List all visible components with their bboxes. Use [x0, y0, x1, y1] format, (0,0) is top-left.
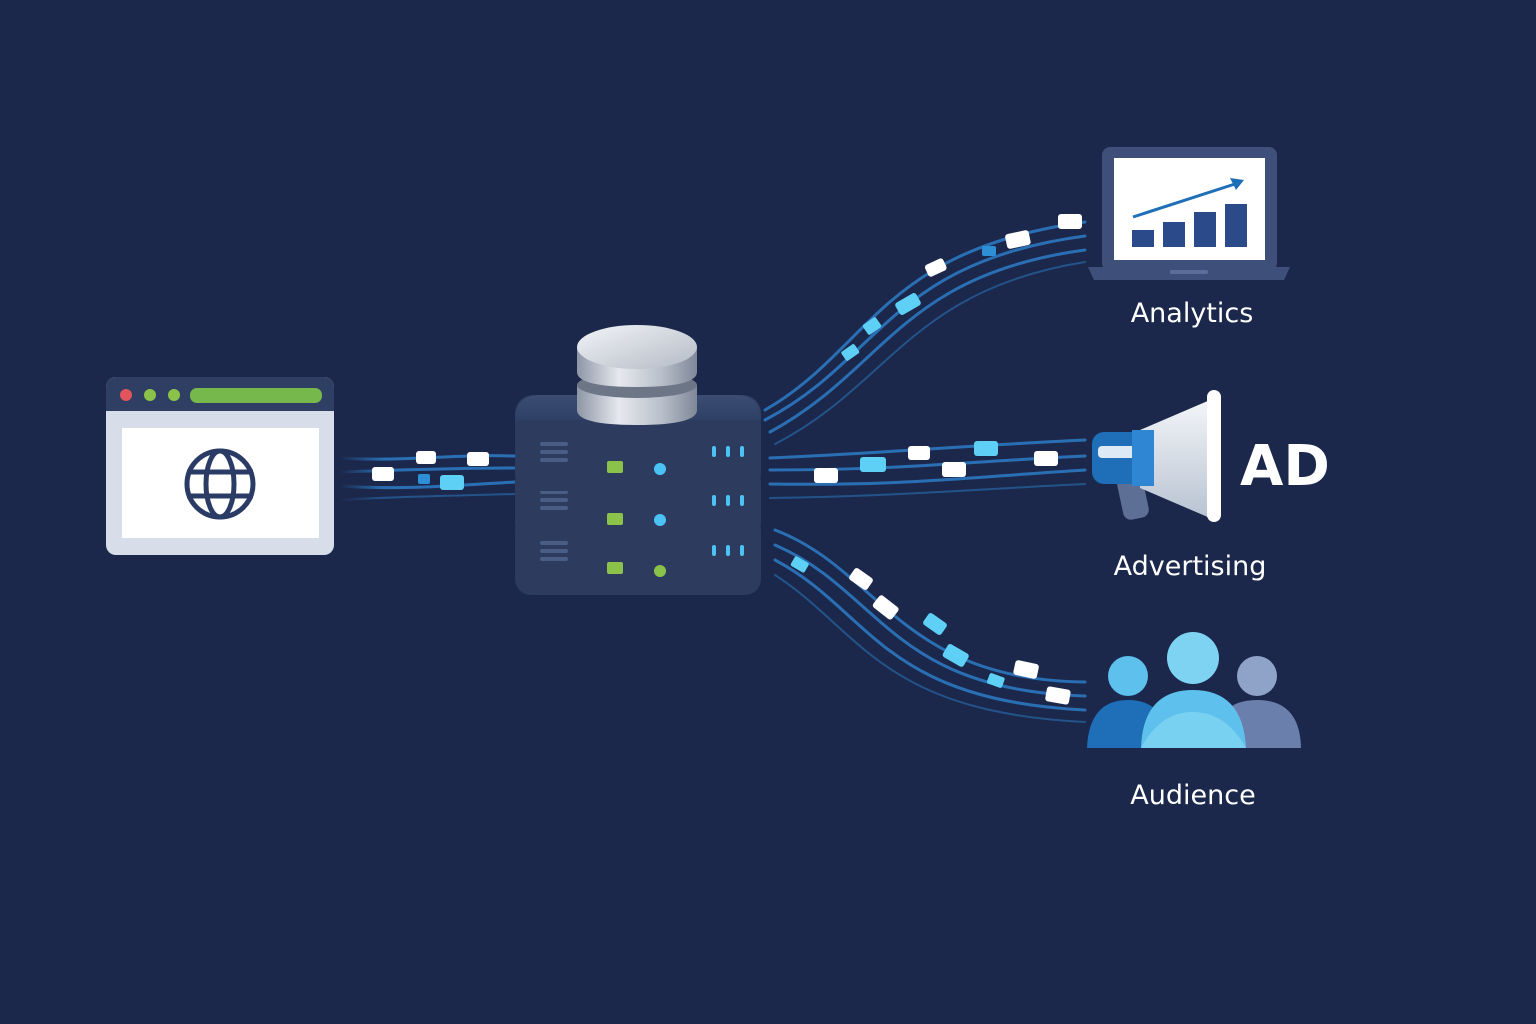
- packet: [1013, 660, 1039, 679]
- chart-bar: [1194, 212, 1216, 247]
- status-led-green: [607, 562, 623, 574]
- audience-people-group-icon: [1087, 632, 1301, 748]
- packet: [942, 462, 966, 477]
- advertising-megaphone-icon: [1092, 390, 1221, 522]
- source-browser-window-icon: [106, 377, 334, 555]
- packet: [849, 568, 873, 590]
- trend-arrow: [1132, 181, 1239, 219]
- advertising-badge: AD: [1240, 434, 1330, 499]
- packet: [1058, 214, 1082, 229]
- window-close-dot: [120, 389, 132, 401]
- analytics-laptop-chart-icon: [1088, 147, 1290, 280]
- packet: [860, 457, 886, 472]
- chart-bar: [1163, 222, 1185, 247]
- chart-bar: [1225, 204, 1247, 247]
- status-led-blue: [654, 463, 666, 475]
- packet: [908, 446, 930, 460]
- packet: [895, 293, 921, 315]
- advertising-label: Advertising: [1114, 551, 1267, 582]
- data-packets: [372, 214, 1082, 705]
- packet: [416, 451, 436, 464]
- packet: [1045, 686, 1071, 705]
- packet: [841, 344, 860, 361]
- packet: [982, 246, 996, 256]
- packet: [1034, 451, 1058, 466]
- audience-label: Audience: [1130, 780, 1255, 811]
- packet: [872, 595, 899, 620]
- packet: [862, 317, 882, 335]
- status-led-green: [607, 513, 623, 525]
- packet: [467, 452, 489, 466]
- packet: [790, 556, 809, 573]
- database-cylinder-icon: [577, 325, 697, 425]
- packet: [923, 613, 947, 635]
- packet: [418, 474, 430, 484]
- packet: [372, 467, 394, 481]
- packet: [974, 441, 998, 456]
- chart-bar: [1132, 230, 1154, 247]
- packet: [924, 258, 947, 277]
- status-led-green: [607, 461, 623, 473]
- packet: [942, 644, 969, 667]
- window-minimize-dot: [144, 389, 156, 401]
- stream-hub-to-audience: [773, 528, 1087, 723]
- window-maximize-dot: [168, 389, 180, 401]
- analytics-label: Analytics: [1131, 298, 1254, 329]
- packet: [440, 475, 464, 490]
- address-bar: [190, 388, 322, 403]
- packet: [814, 468, 838, 483]
- status-led-blue: [654, 514, 666, 526]
- status-led-green: [654, 565, 666, 577]
- hub-database-server-icon: [515, 325, 761, 595]
- packet: [1005, 230, 1031, 249]
- packet: [986, 673, 1005, 688]
- globe-icon: [184, 448, 256, 520]
- stream-hub-to-analytics: [763, 220, 1087, 445]
